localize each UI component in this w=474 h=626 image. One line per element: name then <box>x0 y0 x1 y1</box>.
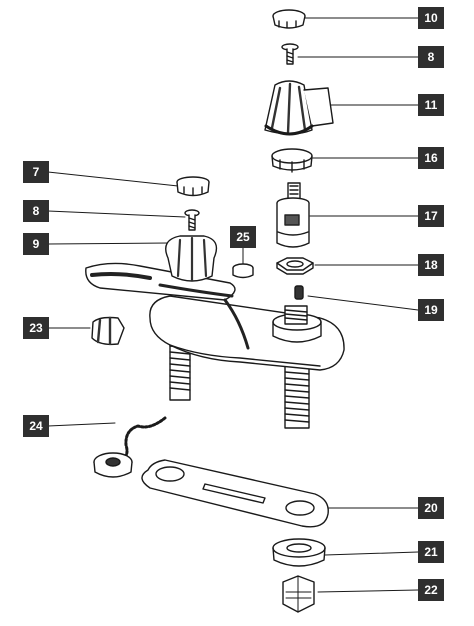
callout-16: 16 <box>418 147 444 169</box>
callout-17: 17 <box>418 205 444 227</box>
callout-18: 18 <box>418 254 444 276</box>
callout-20: 20 <box>418 497 444 519</box>
part-24-stopper-chain <box>93 416 167 478</box>
callout-7: 7 <box>23 161 49 183</box>
part-18-hex-nut <box>276 257 314 275</box>
callout-8-top: 8 <box>418 46 444 68</box>
part-11-lever-handle <box>264 80 334 136</box>
callout-8-mid: 8 <box>23 200 49 222</box>
part-22-coupling-nut <box>282 575 315 613</box>
callout-11: 11 <box>418 94 444 116</box>
part-10-index-cap <box>272 9 306 29</box>
part-8-handle-screw-top <box>281 43 299 65</box>
leader-lines <box>47 17 419 593</box>
part-25-button <box>232 263 254 279</box>
part-9-cross-handle <box>165 235 218 282</box>
part-23-mounting-nut <box>91 316 125 346</box>
callout-23: 23 <box>23 317 49 339</box>
part-8-handle-screw <box>184 209 200 231</box>
part-7-index-cap <box>176 176 210 197</box>
part-20-base-gasket <box>141 459 329 528</box>
callout-9: 9 <box>23 233 49 255</box>
callout-24: 24 <box>23 415 49 437</box>
callout-22: 22 <box>418 579 444 601</box>
part-19-set-screw <box>294 285 304 300</box>
part-17-cartridge <box>276 182 310 248</box>
callout-19: 19 <box>418 299 444 321</box>
part-21-locknut <box>272 538 326 567</box>
faucet-body <box>85 262 345 429</box>
callout-25: 25 <box>230 226 256 248</box>
callout-10: 10 <box>418 7 444 29</box>
part-16-retainer-ring <box>271 148 313 173</box>
callout-21: 21 <box>418 541 444 563</box>
